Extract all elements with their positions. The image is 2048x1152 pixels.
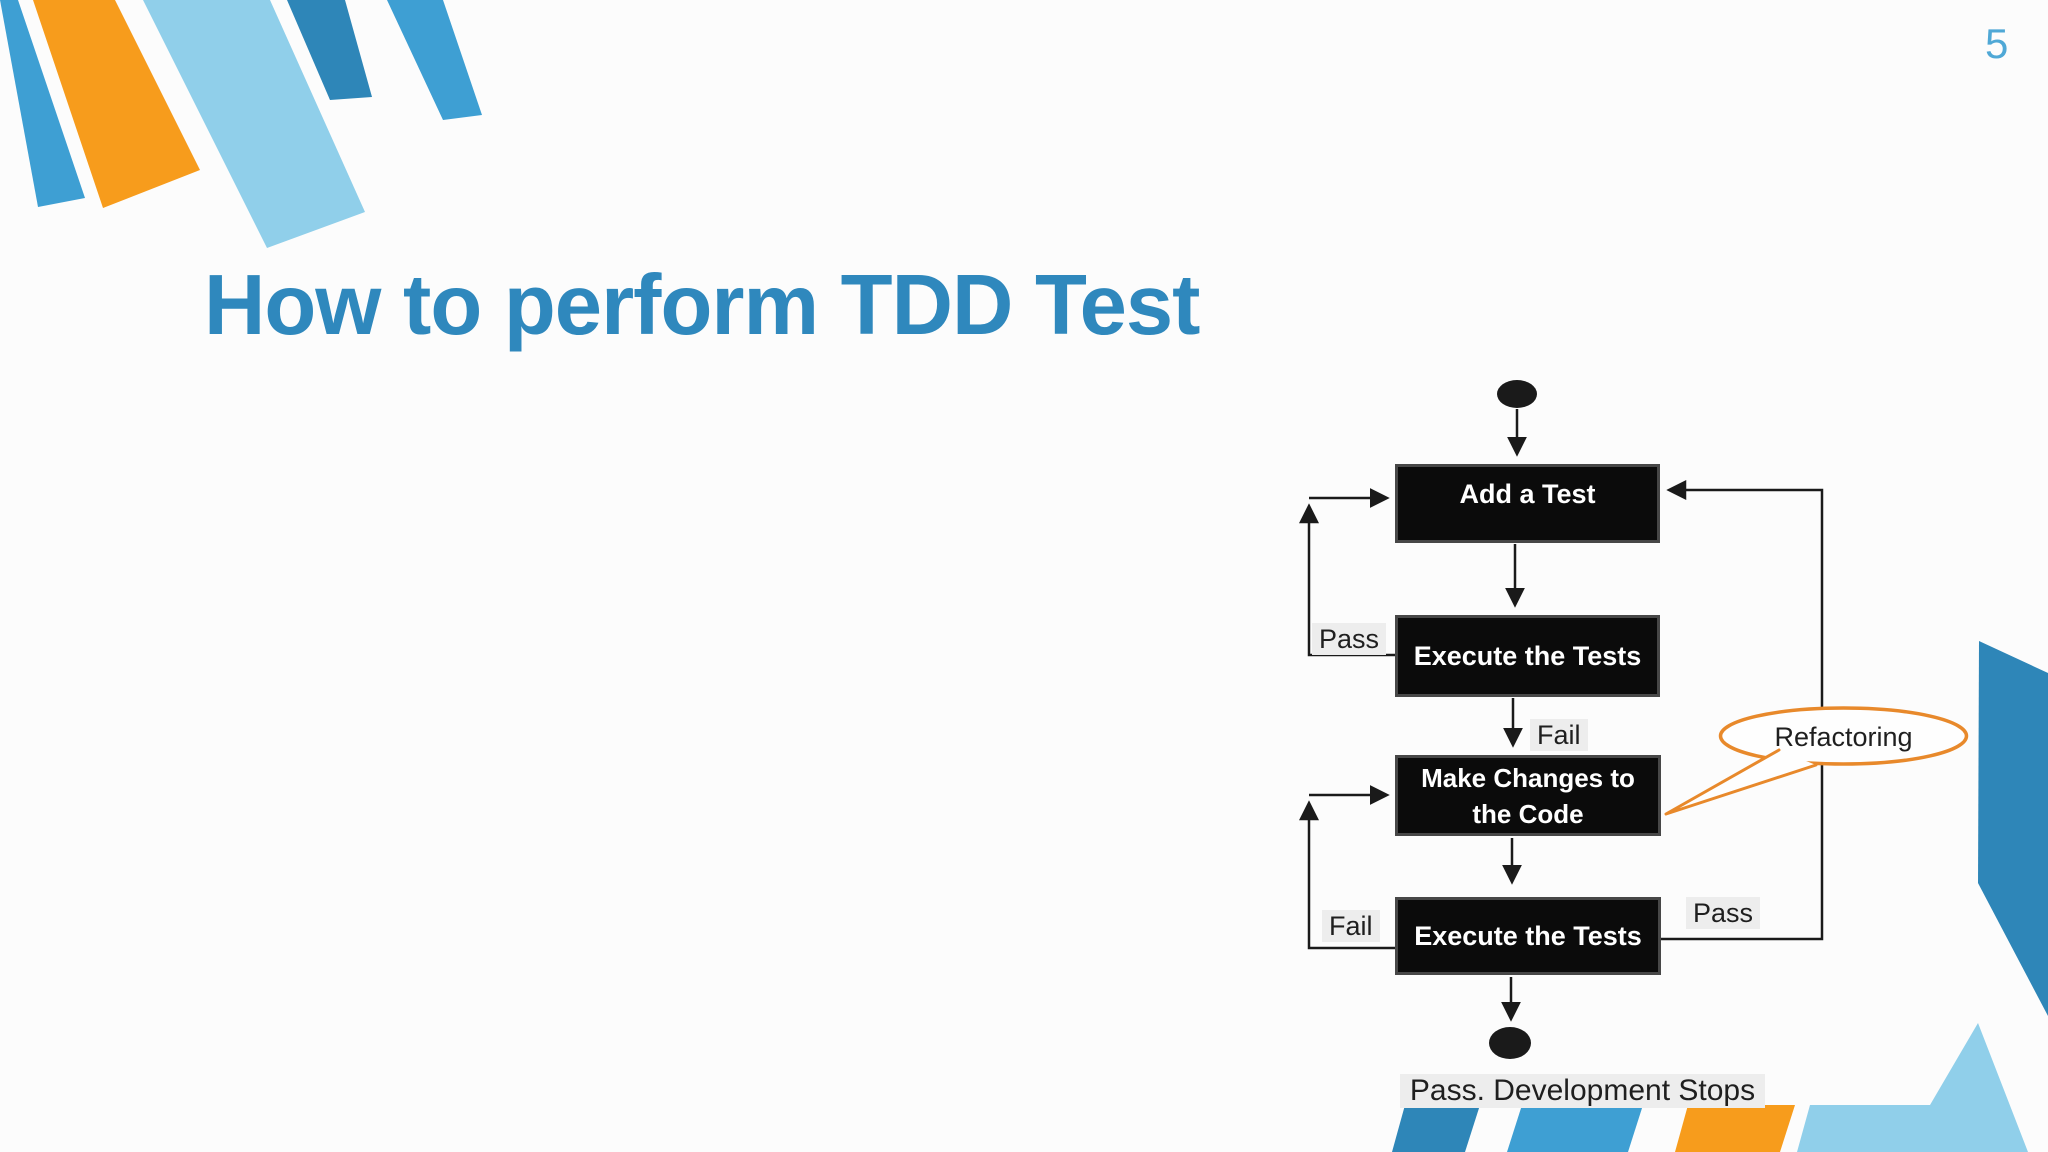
flow-node-execute-tests-1: Execute the Tests — [1395, 615, 1660, 697]
page-number: 5 — [1985, 20, 2009, 67]
edge-label-pass-1: Pass — [1312, 623, 1387, 655]
flow-node-execute-tests-2-label: Execute the Tests — [1414, 921, 1642, 951]
flow-node-execute-tests-1-label: Execute the Tests — [1413, 641, 1642, 671]
refactoring-callout-text: Refactoring — [1774, 722, 1913, 752]
flow-node-add-test: Add a Test — [1395, 464, 1660, 543]
end-state-label: Pass. Development Stops — [1400, 1074, 1765, 1108]
flow-node-execute-tests-2: Execute the Tests — [1395, 897, 1661, 975]
flow-node-add-test-label: Add a Test — [1459, 478, 1596, 509]
flow-node-make-changes-label: Make Changes to the Code — [1421, 762, 1635, 829]
edge-label-pass-2: Pass — [1686, 897, 1761, 929]
edge-label-fail-1: Fail — [1530, 719, 1588, 751]
slide-title: How to perform TDD Test — [204, 258, 1200, 353]
flow-node-make-changes: Make Changes to the Code — [1395, 755, 1661, 836]
edge-label-fail-2: Fail — [1322, 910, 1380, 942]
